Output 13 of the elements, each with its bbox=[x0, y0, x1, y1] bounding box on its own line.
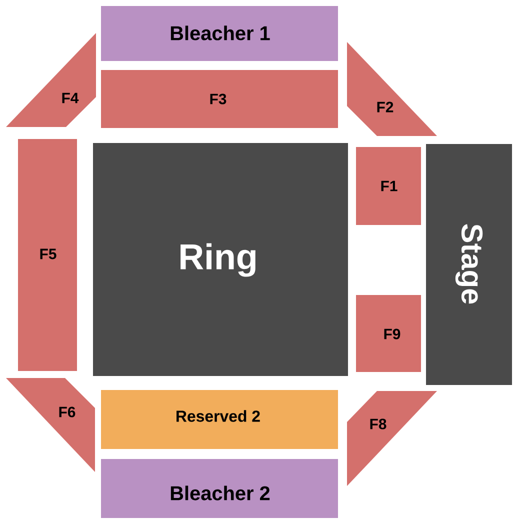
stage-area: Stage bbox=[426, 144, 512, 385]
seating-section: Bleacher 2 bbox=[101, 459, 338, 518]
seating-section: F4 bbox=[6, 33, 96, 127]
seating-section: F3 bbox=[101, 70, 338, 128]
seating-section: F1 bbox=[356, 147, 421, 225]
seating-section: F5 bbox=[18, 139, 77, 371]
seating-section: F8 bbox=[347, 391, 437, 486]
seating-section: Bleacher 1 bbox=[101, 6, 338, 61]
seating-section: Reserved 2 bbox=[101, 390, 338, 449]
seating-section: F9 bbox=[356, 295, 421, 372]
seating-section: F6 bbox=[6, 378, 95, 472]
seating-section: F2 bbox=[347, 42, 437, 136]
ring-area: Ring bbox=[93, 143, 348, 376]
